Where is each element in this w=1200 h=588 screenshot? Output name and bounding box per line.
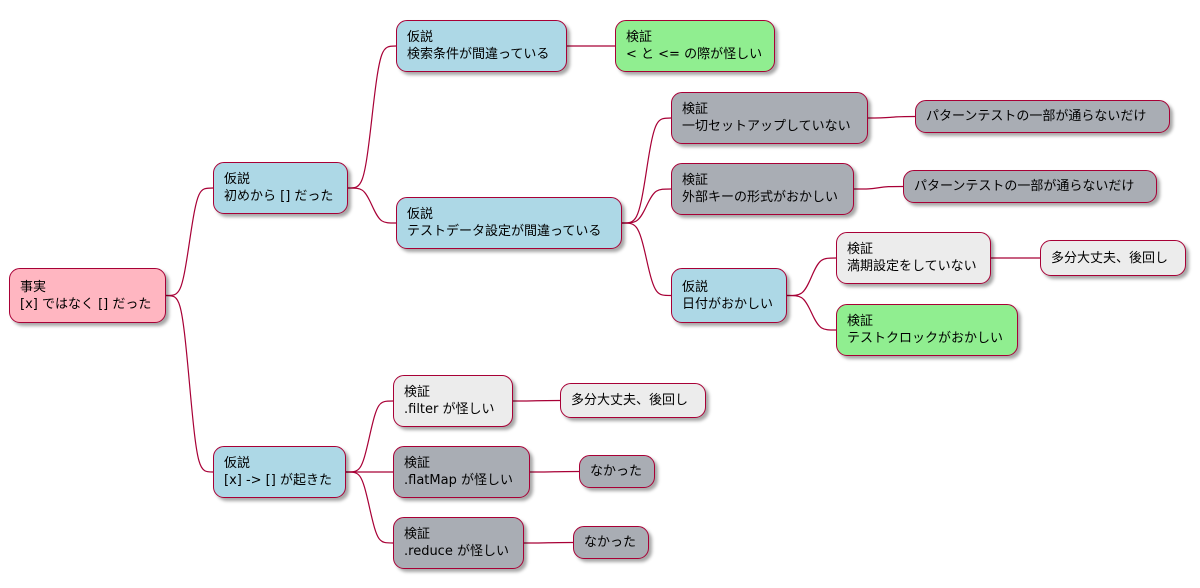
node-kind: 検証: [404, 456, 431, 471]
connector-line: [867, 115, 916, 119]
node-text: [x] -> [] が起きた: [224, 473, 332, 488]
node-kind: 検証: [847, 314, 874, 329]
node-text: < と <= の際が怪しい: [626, 47, 763, 62]
node-kind: 検証: [682, 102, 709, 117]
connector-line: [529, 470, 580, 473]
connector-line: [786, 294, 837, 331]
connector-line: [345, 471, 394, 544]
verify-test-clock-node[interactable]: 検証 テストクロックがおかしい: [836, 304, 1018, 356]
connector-line: [786, 257, 837, 297]
connector-line: [347, 45, 397, 189]
verify-expiry-setting-node[interactable]: 検証 満期設定をしていない: [836, 232, 991, 284]
node-text: テストデータ設定が間違っている: [407, 224, 602, 239]
node-kind: 仮説: [407, 30, 434, 45]
connector-line: [621, 117, 672, 224]
result-foreign-key-node[interactable]: パターンテストの一部が通らないだけ: [903, 170, 1157, 203]
node-text: [x] ではなく [] だった: [20, 296, 152, 312]
verify-foreign-key-node[interactable]: 検証 外部キーの形式がおかしい: [671, 163, 854, 215]
verify-flatmap-node[interactable]: 検証 .flatMap が怪しい: [393, 446, 530, 498]
node-text: パターンテストの一部が通らないだけ: [926, 109, 1147, 124]
node-text: なかった: [584, 535, 637, 550]
connector-line: [345, 400, 394, 473]
node-text: 満期設定をしていない: [847, 259, 977, 274]
node-kind: 仮説: [682, 279, 709, 295]
node-kind: 仮説: [224, 172, 251, 187]
root-fact-node[interactable]: 事実 [x] ではなく [] だった: [9, 268, 166, 323]
connector-line: [165, 294, 214, 473]
connector-line: [512, 399, 561, 402]
node-text: なかった: [590, 464, 643, 479]
verify-comparison-boundary-node[interactable]: 検証 < と <= の際が怪しい: [615, 20, 775, 72]
node-kind: 検証: [847, 242, 874, 257]
hypothesis-date-node[interactable]: 仮説 日付がおかしい: [671, 268, 787, 323]
connector-line: [347, 187, 397, 224]
connector-line: [853, 185, 904, 190]
node-text: 一切セットアップしていない: [682, 119, 851, 134]
node-kind: 検証: [404, 385, 431, 400]
node-kind: 検証: [626, 30, 653, 45]
node-text: パターンテストの一部が通らないだけ: [914, 179, 1135, 194]
node-kind: 検証: [682, 173, 709, 188]
node-text: .flatMap が怪しい: [404, 473, 513, 488]
result-reduce-node[interactable]: なかった: [573, 526, 649, 559]
hypothesis-search-condition-node[interactable]: 仮説 検索条件が間違っている: [396, 20, 567, 72]
connector-line: [165, 187, 214, 297]
node-text: 初めから [] だった: [224, 189, 334, 204]
node-kind: 仮説: [407, 207, 434, 222]
result-no-setup-node[interactable]: パターンテストの一部が通らないだけ: [915, 100, 1170, 133]
node-kind: 検証: [404, 527, 431, 542]
hypothesis-test-data-node[interactable]: 仮説 テストデータ設定が間違っている: [396, 197, 622, 249]
node-text: テストクロックがおかしい: [847, 331, 1004, 346]
result-expiry-node[interactable]: 多分大丈夫、後回し: [1040, 240, 1186, 276]
connector-line: [621, 222, 672, 297]
node-text: 多分大丈夫、後回し: [1051, 250, 1169, 266]
verify-reduce-node[interactable]: 検証 .reduce が怪しい: [393, 517, 524, 569]
node-text: 日付がおかしい: [682, 296, 774, 312]
result-filter-node[interactable]: 多分大丈夫、後回し: [560, 383, 706, 418]
hypothesis-initial-empty-node[interactable]: 仮説 初めから [] だった: [213, 162, 348, 214]
node-text: 外部キーの形式がおかしい: [682, 190, 839, 205]
connector-line: [523, 541, 574, 544]
verify-filter-node[interactable]: 検証 .filter が怪しい: [393, 375, 513, 427]
node-text: 検索条件が間違っている: [407, 47, 550, 62]
verify-no-setup-node[interactable]: 検証 一切セットアップしていない: [671, 92, 868, 144]
node-text: .filter が怪しい: [404, 402, 495, 417]
hypothesis-transform-node[interactable]: 仮説 [x] -> [] が起きた: [213, 446, 346, 498]
connector-line: [621, 188, 672, 224]
node-kind: 事実: [20, 279, 47, 295]
result-flatmap-node[interactable]: なかった: [579, 455, 655, 488]
node-text: .reduce が怪しい: [404, 544, 509, 559]
node-kind: 仮説: [224, 456, 251, 471]
node-text: 多分大丈夫、後回し: [571, 393, 689, 408]
